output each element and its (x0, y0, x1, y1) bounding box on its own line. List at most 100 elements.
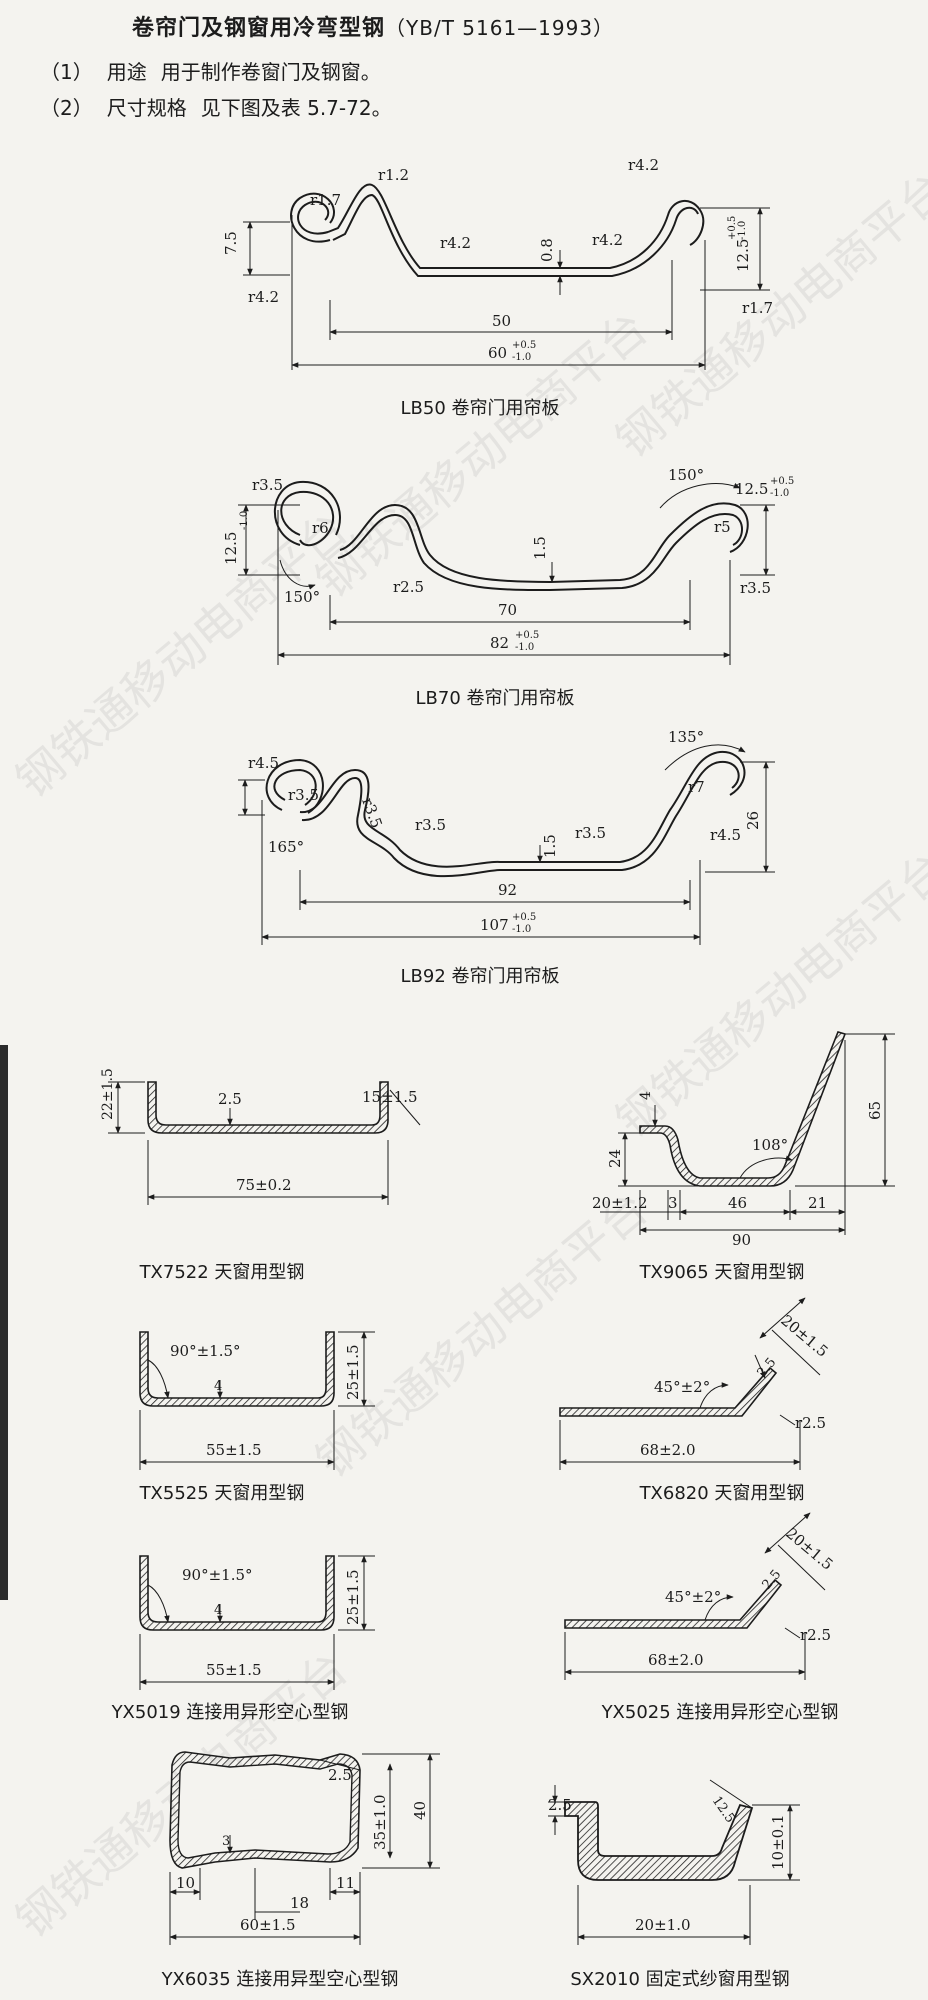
dim-label: 20±1.2 (592, 1194, 648, 1212)
dim-label: r4.2 (592, 231, 623, 249)
dim-label: 21 (808, 1194, 827, 1212)
dim-label: 2.5 (328, 1766, 352, 1784)
figure-yx5025: 45°±2° 2.5 20±1.5 r2.5 68±2.0 (564, 1512, 837, 1680)
figure-yx5019: 90°±1.5° 4 55±1.5 25±1.5 (139, 1555, 375, 1690)
dim-label: 2.5 (755, 1355, 780, 1380)
dim-label: 165° (268, 838, 304, 856)
title-standard: （YB/T 5161—1993） (385, 16, 615, 40)
figure-lb70 (238, 480, 775, 665)
dim-label: r3.5 (415, 816, 446, 834)
dim-label: 4 (638, 1091, 654, 1100)
dim-label: 12.5 (735, 480, 768, 498)
dim-label: 107 (480, 916, 509, 934)
dim-label: 10 (176, 1874, 195, 1892)
dim-label: 55±1.5 (206, 1661, 262, 1679)
caption-tx7522: TX7522 天窗用型钢 (139, 1262, 305, 1283)
page-title: 卷帘门及钢窗用冷弯型钢（YB/T 5161—1993） (132, 10, 614, 42)
dim-label: -1.0 (515, 642, 534, 653)
dim-label: 20±1.5 (782, 1524, 836, 1573)
dim-label: 2.5 (548, 1796, 572, 1814)
figure-sx2010: 2.5 12.5 10±0.1 20±1.0 (548, 1779, 800, 1945)
dim-label: 55±1.5 (206, 1441, 262, 1459)
dim-label: r3.5 (575, 824, 606, 842)
caption-yx5019: YX5019 连接用异形空心型钢 (111, 1702, 349, 1723)
dim-label: 20±1.5 (777, 1311, 831, 1360)
caption-yx5025: YX5025 连接用异形空心型钢 (601, 1702, 839, 1723)
dim-label: r2.5 (393, 578, 424, 596)
dim-label: 4 (214, 1379, 222, 1394)
dim-label: r3.5 (358, 795, 386, 830)
dim-label: r3.5 (252, 476, 283, 494)
list-item: （2） 尺寸规格见下图及表 5.7-72。 (40, 92, 406, 121)
dim-label: 2.5 (218, 1090, 242, 1108)
dim-label: +0.5 (515, 630, 539, 641)
dim-label: 68±2.0 (640, 1441, 696, 1459)
dim-label: 20±1.0 (635, 1916, 691, 1934)
dim-label: r3.5 (740, 579, 771, 597)
dim-label: 0.8 (538, 238, 556, 262)
dim-label: 45°±2° (654, 1378, 710, 1396)
dim-label: r4.5 (248, 754, 279, 772)
caption-lb92: LB92 卷帘门用帘板 (400, 966, 559, 987)
figure-lb70-labels: r3.5 r6 150° r2.5 1.5 70 82 +0.5 -1.0 12… (222, 466, 794, 653)
dim-label: 50 (492, 312, 511, 330)
dim-label: r3.5 (288, 786, 319, 804)
dim-label: r6 (312, 519, 329, 537)
dim-label: 65 (866, 1101, 884, 1120)
dim-label: r4.2 (248, 288, 279, 306)
dim-label: 150° (284, 588, 320, 606)
dim-label: 75±0.2 (236, 1176, 292, 1194)
dim-label: -1.0 (239, 511, 250, 530)
figure-lb50 (243, 183, 770, 370)
dim-label: r1.2 (378, 166, 409, 184)
dim-label: -1.0 (770, 488, 789, 499)
dim-label: 1.5 (531, 536, 549, 560)
dim-label: 70 (498, 601, 517, 619)
dim-label: -1.0 (737, 221, 748, 240)
dim-label: 2.5 (760, 1567, 785, 1592)
dim-label: 35±1.0 (371, 1794, 389, 1850)
dim-label: 92 (498, 881, 517, 899)
dim-label: 82 (490, 634, 509, 652)
dim-label: 12.5 (222, 532, 240, 565)
figure-yx6035: 2.5 35±1.0 40 3 10 18 11 60±1.5 (169, 1751, 440, 1945)
item-number: （2） (40, 96, 93, 120)
caption-tx5525: TX5525 天窗用型钢 (139, 1483, 305, 1504)
dim-label: 11 (336, 1874, 355, 1892)
list-item: （1）用途用于制作卷窗门及钢窗。 (40, 56, 395, 85)
dim-label: 26 (744, 811, 762, 830)
item-text: 见下图及表 5.7-72。 (200, 96, 392, 120)
dim-label: r4.5 (710, 826, 741, 844)
dim-label: 40 (411, 1801, 429, 1820)
caption-tx9065: TX9065 天窗用型钢 (639, 1262, 805, 1283)
figure-tx9065: 4 24 108° 65 20±1.2 3 46 21 90 (592, 1031, 895, 1249)
figure-lb92 (238, 744, 775, 945)
dim-label: r4.2 (440, 234, 471, 252)
dim-label: 90°±1.5° (170, 1342, 241, 1360)
dim-label: 60 (488, 344, 507, 362)
caption-yx6035: YX6035 连接用异型空心型钢 (161, 1969, 399, 1990)
item-text: 用于制作卷窗门及钢窗。 (160, 60, 381, 84)
dim-label: 60±1.5 (240, 1916, 296, 1934)
dim-label: 135° (668, 728, 704, 746)
dim-label: 150° (668, 466, 704, 484)
figure-tx7522: 22±1.5 2.5 75±0.2 15±1.5 (100, 1068, 421, 1205)
dim-label: 90 (732, 1231, 751, 1249)
dim-label: 1.5 (541, 834, 559, 858)
title-text: 卷帘门及钢窗用冷弯型钢 (132, 16, 386, 41)
item-number: （1） (40, 60, 93, 84)
caption-sx2010: SX2010 固定式纱窗用型钢 (570, 1969, 789, 1990)
dim-label: r4.2 (628, 156, 659, 174)
dim-label: +0.5 (770, 476, 794, 487)
dim-label: 25±1.5 (344, 1569, 362, 1625)
dim-label: +0.5 (512, 340, 536, 351)
dim-label: r1.7 (310, 191, 341, 209)
dim-label: 7.5 (222, 231, 240, 255)
dim-label: 46 (728, 1194, 747, 1212)
dim-label: 3 (668, 1194, 678, 1212)
dim-label: r5 (714, 518, 731, 536)
item-term: 尺寸规格 (106, 96, 187, 120)
dim-label: -1.0 (512, 924, 531, 935)
dim-label: 22±1.5 (100, 1068, 116, 1120)
book-spine-shadow (0, 1045, 8, 1600)
